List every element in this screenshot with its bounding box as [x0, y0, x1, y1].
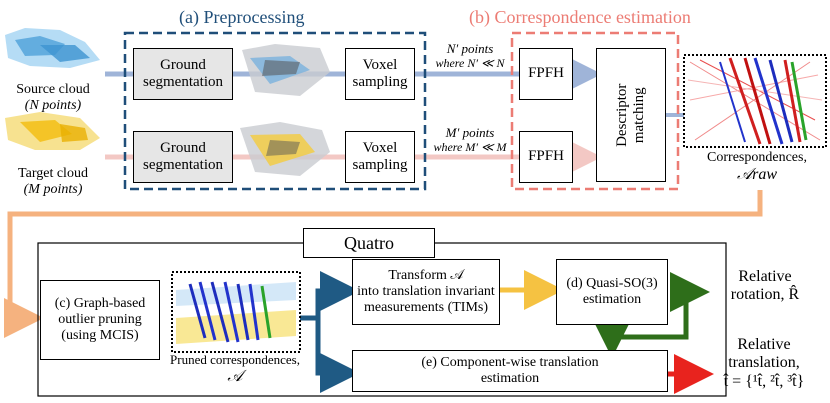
transform-label-1: Transform 𝒜 — [388, 267, 464, 283]
graph-pruning-box: (c) Graph-based outlier pruning (using M… — [40, 280, 160, 360]
transform-box: Transform 𝒜 into translation invariant m… — [352, 259, 500, 325]
relative-rotation-line2: rotation, R̂ — [730, 286, 800, 304]
descriptor-matching-box: Descriptor matching — [596, 48, 666, 182]
pruned-caption: Pruned correspondences, 𝒜 — [160, 352, 310, 386]
fpfh-label-1: FPFH — [528, 65, 564, 82]
target-cloud-label: Target cloud (M points) — [3, 166, 103, 198]
graph-pruning-label: (c) Graph-based outlier pruning (using M… — [54, 295, 146, 344]
target-cloud-name: Target cloud — [18, 166, 88, 181]
target-cloud-count: (M points) — [23, 182, 83, 198]
fpfh-box-1: FPFH — [519, 48, 573, 100]
relative-translation-line3: t̂ = {¹t̂, ²t̂, ³t̂} — [723, 372, 805, 390]
target-point-cloud — [5, 112, 100, 150]
source-cloud-count: (N points) — [24, 98, 82, 114]
component-wise-label: (e) Component-wise translation estimatio… — [421, 354, 599, 386]
correspondences-caption: Correspondences, 𝒜raw — [692, 150, 822, 184]
source-cloud-name: Source cloud — [16, 82, 90, 97]
relative-translation-output: Relative translation, t̂ = {¹t̂, ²t̂, ³t… — [700, 336, 828, 391]
relative-translation-line1: Relative — [737, 336, 791, 353]
voxel-sampling-label-2: Voxel sampling — [352, 139, 408, 173]
voxel-sampling-label-1: Voxel sampling — [352, 56, 408, 90]
raw-correspondence-lines — [687, 57, 823, 145]
nprime-where: where N′ ≪ N — [435, 55, 505, 70]
correspondence-section — [510, 31, 680, 191]
raw-correspondence-route — [4, 190, 763, 338]
source-point-cloud — [5, 28, 100, 68]
quasi-so3-label: (d) Quasi-SO(3) estimation — [566, 275, 658, 307]
pruned-label: Pruned correspondences, — [170, 352, 300, 367]
ground-segmentation-label-2: Ground segmentation — [143, 139, 223, 173]
preprocessing-header: (a) Preprocessing — [179, 7, 305, 27]
nprime-annotation: N′ points where N′ ≪ N — [428, 41, 512, 71]
ground-segmentation-label-1: Ground segmentation — [143, 56, 223, 90]
source-cloud-label: Source cloud (N points) — [3, 82, 103, 114]
preprocessing-section — [123, 31, 427, 191]
source-ground-removed-cloud — [242, 44, 330, 96]
ground-segmentation-box-2: Ground segmentation — [133, 131, 233, 183]
quatro-title: Quatro — [344, 232, 394, 253]
mprime-where: where M′ ≪ M — [433, 139, 507, 154]
descriptor-matching-label: Descriptor matching — [613, 83, 647, 147]
a-raw-symbol: 𝒜raw — [736, 166, 778, 184]
correspondences-label: Correspondences, — [707, 150, 807, 165]
component-wise-box: (e) Component-wise translation estimatio… — [352, 350, 668, 392]
mprime-points: M′ points — [445, 125, 495, 140]
pruned-correspondence-lines — [176, 281, 296, 344]
fpfh-box-2: FPFH — [519, 131, 573, 183]
mprime-annotation: M′ points where M′ ≪ M — [428, 125, 512, 155]
to-component-arrow — [315, 318, 360, 393]
relative-rotation-output: Relative rotation, R̂ — [702, 268, 828, 305]
quatro-title-box: Quatro — [303, 228, 435, 258]
voxel-sampling-box-2: Voxel sampling — [345, 131, 415, 183]
target-ground-removed-cloud — [240, 122, 330, 176]
a-pruned-symbol: 𝒜 — [227, 367, 243, 385]
quasi-so3-box: (d) Quasi-SO(3) estimation — [556, 259, 668, 325]
voxel-sampling-box-1: Voxel sampling — [345, 48, 415, 100]
nprime-points: N′ points — [446, 41, 494, 56]
correspondence-header: (b) Correspondence estimation — [469, 7, 691, 27]
relative-rotation-line1: Relative — [738, 268, 792, 285]
to-transform-arrow — [315, 271, 360, 318]
transform-label-2: into translation invariant measurements … — [357, 283, 495, 316]
fpfh-label-2: FPFH — [528, 148, 564, 165]
ground-segmentation-box-1: Ground segmentation — [133, 48, 233, 100]
relative-translation-line2: translation, — [728, 354, 800, 372]
